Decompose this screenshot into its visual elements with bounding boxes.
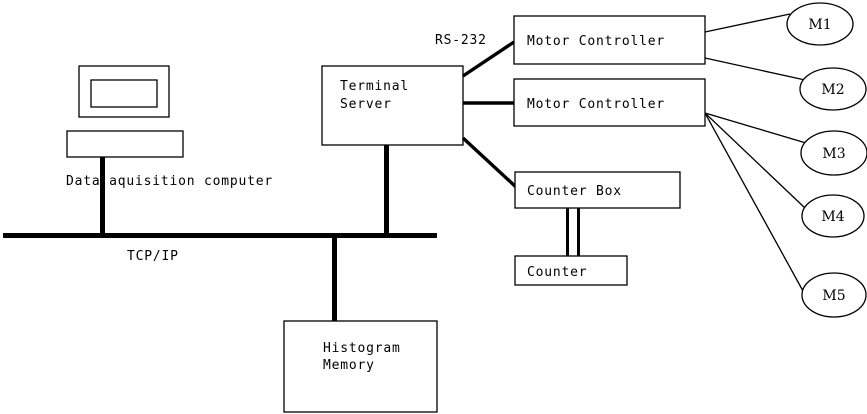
counter-box-box [514, 171, 681, 209]
data-acquisition-computer-label: Data aquisition computer [66, 174, 273, 189]
node-motor-controller-2[interactable]: Motor Controller [513, 78, 706, 127]
m5-label: M5 [822, 288, 845, 304]
motor-controller-1-box [513, 15, 706, 65]
motor-controller-2-box [513, 78, 706, 127]
counter-label: Counter [527, 265, 587, 280]
node-motor-m3[interactable]: M3 [800, 130, 867, 176]
link-motor-controller-2-to-m5 [704, 112, 804, 292]
node-counter[interactable]: Counter [514, 255, 628, 286]
histogram-memory-label-line2: Memory [323, 358, 375, 373]
m4-label: M4 [821, 209, 844, 225]
node-terminal-server[interactable]: Terminal Server [321, 65, 464, 146]
terminal-server-label-line2: Server [340, 97, 392, 112]
terminal-server-label-line1: Terminal [340, 79, 409, 94]
counter-box-rect [514, 255, 628, 286]
node-motor-controller-1[interactable]: Motor Controller [513, 15, 706, 65]
tcpip-label: TCP/IP [127, 249, 179, 264]
m2-ellipse [799, 67, 867, 111]
m1-ellipse [786, 2, 854, 46]
m1-label: M1 [808, 17, 831, 33]
motor-controller-1-label: Motor Controller [527, 34, 665, 49]
terminal-server-box [321, 65, 464, 146]
node-motor-m5[interactable]: M5 [801, 272, 867, 318]
histogram-memory-label-line1: Histogram [323, 341, 401, 356]
histogram-memory-box [283, 320, 438, 413]
m3-label: M3 [822, 146, 845, 162]
link-motor-controller-1-to-m1 [704, 13, 791, 33]
link-motor-controller-2-to-m4 [704, 112, 807, 210]
link-motor-controller-2-to-m3 [704, 112, 807, 144]
node-counter-box[interactable]: Counter Box [514, 171, 681, 209]
monitor-screen-icon [90, 79, 158, 108]
link-terminal-server-to-counter-box [461, 136, 518, 189]
counter-box-label: Counter Box [527, 184, 622, 199]
computer-base-icon [66, 130, 184, 158]
node-data-acquisition-computer[interactable]: Data aquisition computer [66, 65, 273, 189]
link-terminal-server-to-motor-controller-1 [462, 40, 515, 78]
node-motor-m4[interactable]: M4 [801, 194, 865, 238]
m2-label: M2 [821, 82, 844, 98]
motor-controller-2-label: Motor Controller [527, 97, 665, 112]
rs232-label: RS-232 [435, 33, 487, 48]
m5-ellipse [801, 272, 867, 318]
m4-ellipse [801, 194, 865, 238]
m3-ellipse [800, 130, 867, 176]
link-motor-controller-1-to-m2 [704, 57, 806, 81]
node-motor-m2[interactable]: M2 [799, 67, 867, 111]
node-motor-m1[interactable]: M1 [786, 2, 854, 46]
node-histogram-memory[interactable]: Histogram Memory [283, 320, 438, 413]
